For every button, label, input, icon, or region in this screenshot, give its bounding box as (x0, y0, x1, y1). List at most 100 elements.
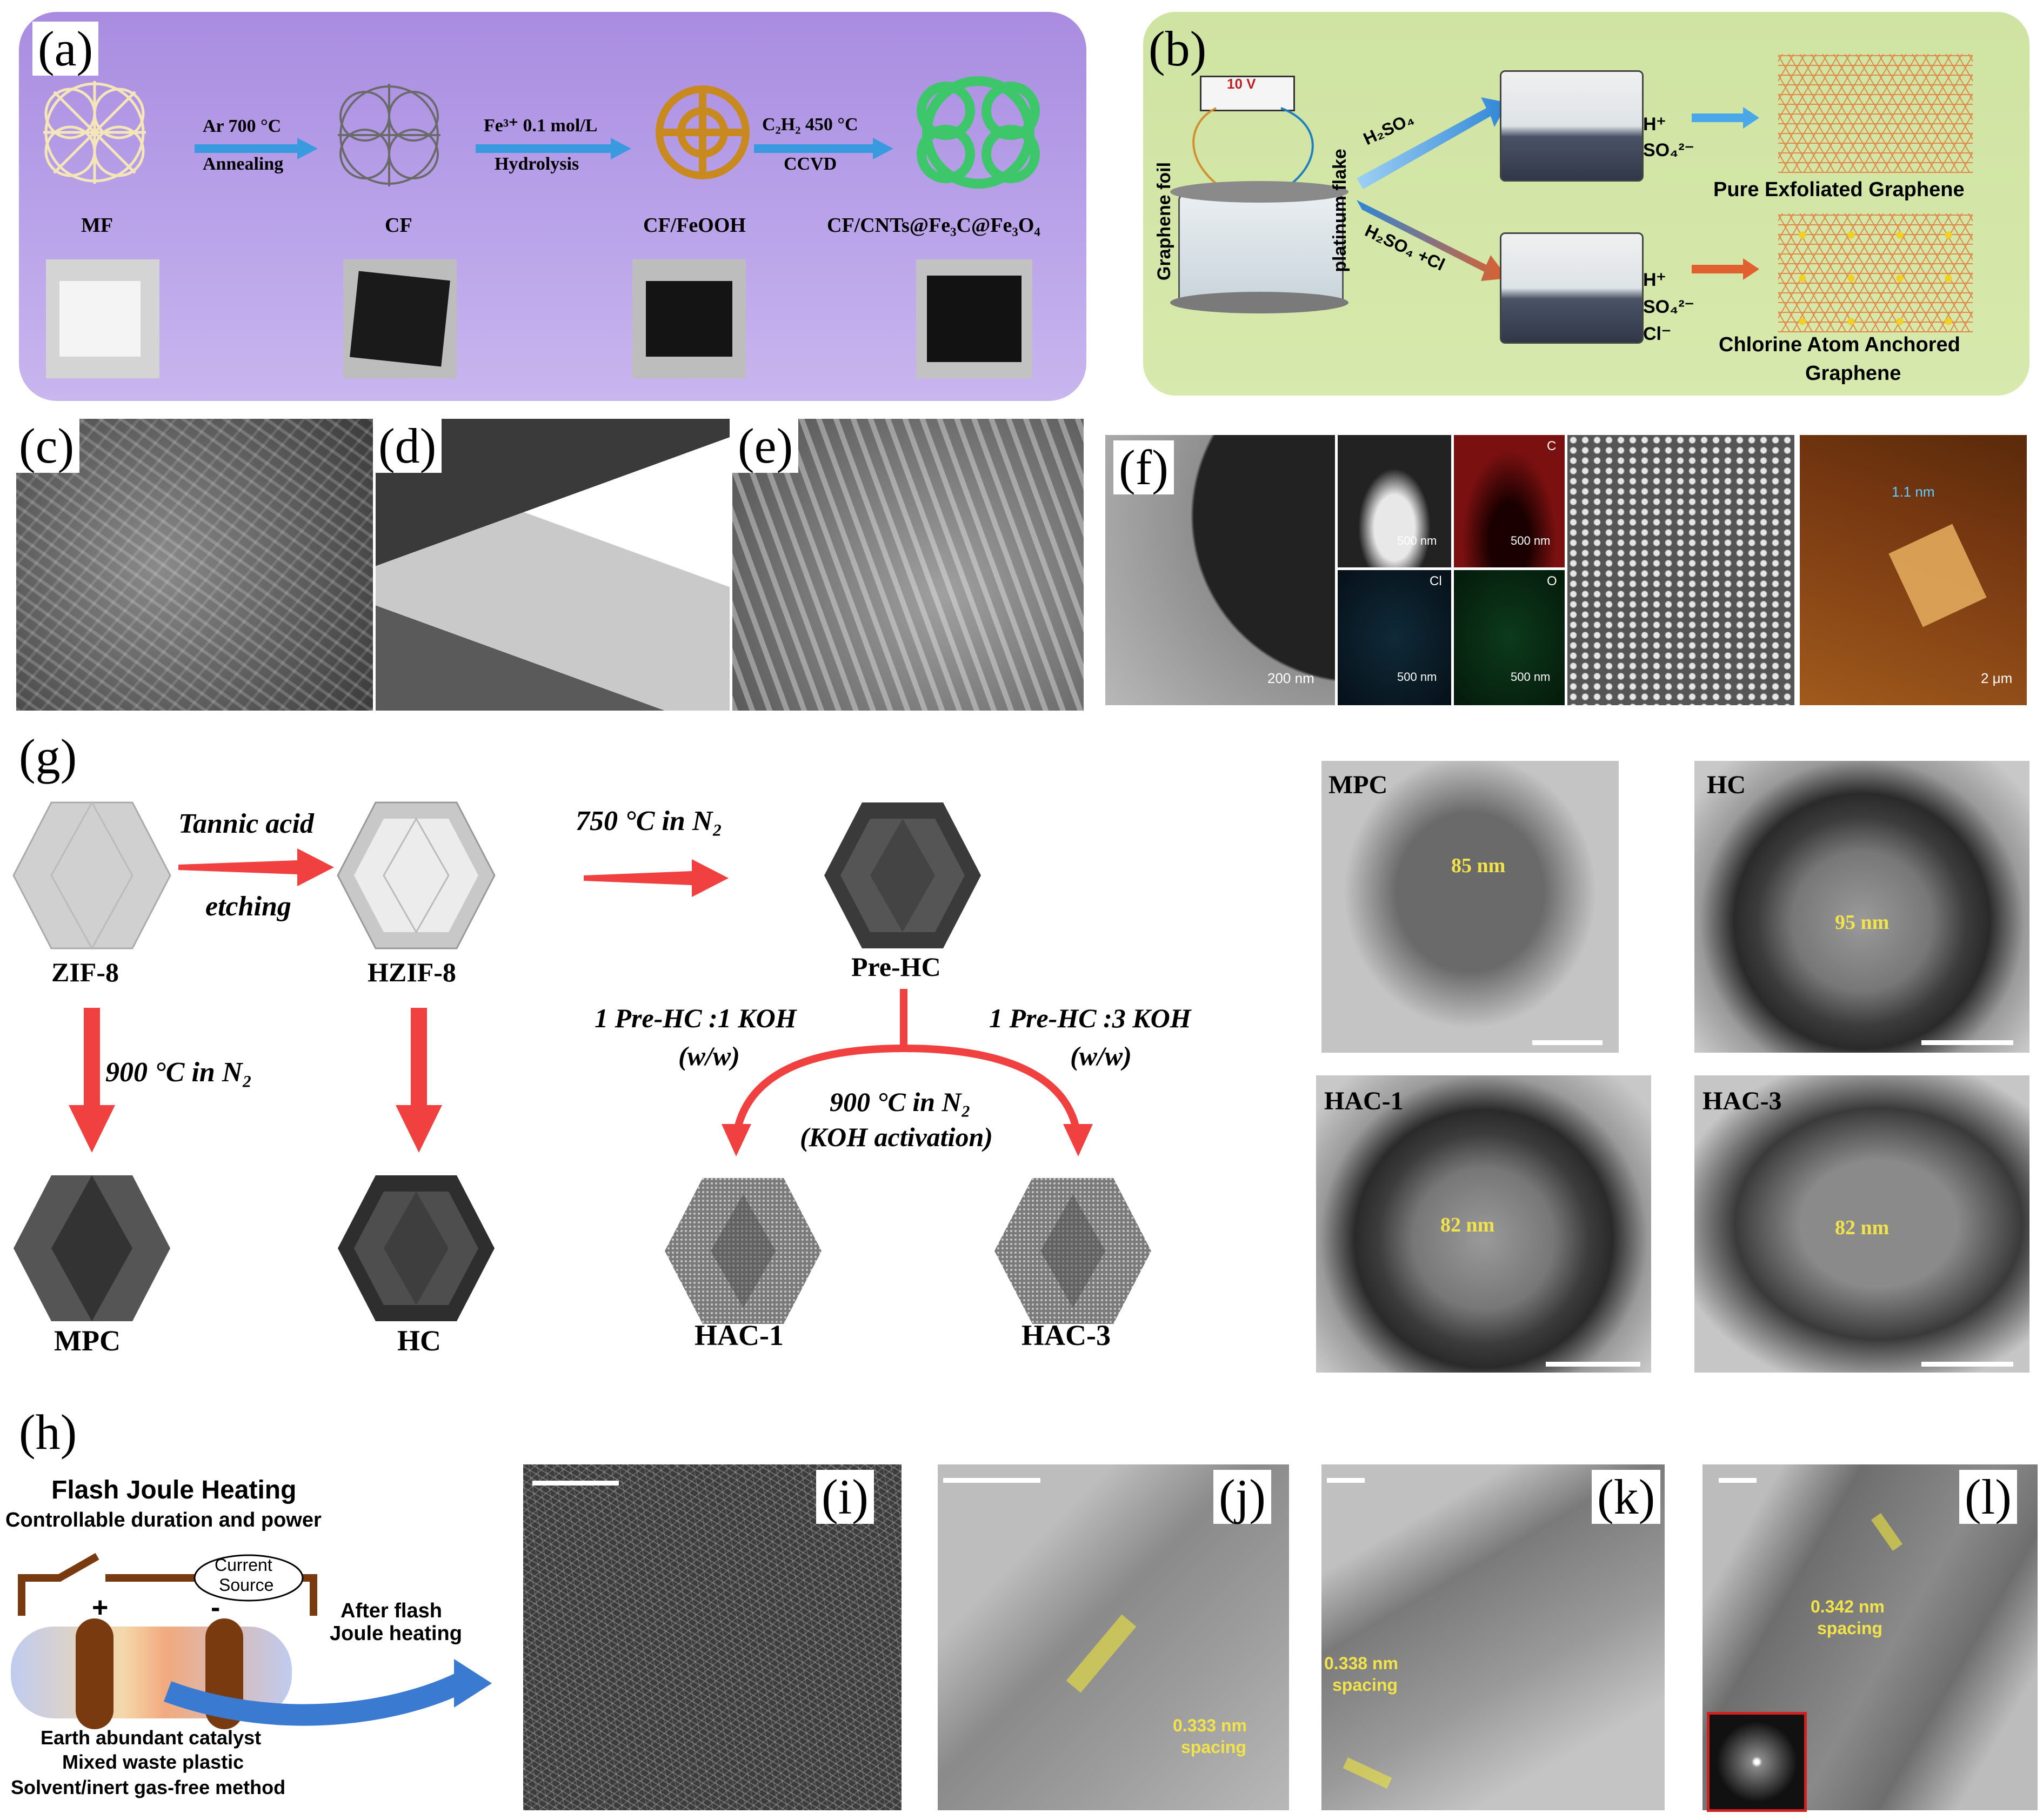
panel-l-label: (l) (1959, 1470, 2017, 1524)
spacing-word-j: spacing (1181, 1737, 1246, 1757)
mf-foam-illustration (43, 81, 146, 184)
step3-bottom-label: CCVD (784, 154, 837, 174)
product-pure-graphene: Pure Exfoliated Graphene (1713, 178, 1965, 201)
map-cl-image (1338, 570, 1451, 705)
ions-bottom-h: H⁺ (1643, 270, 1666, 290)
after-flash-line1: After flash (340, 1600, 442, 1622)
ions-bottom-cl: Cl⁻ (1643, 324, 1671, 344)
pyrolysis-label: 750 °C in N₂ (576, 806, 723, 837)
step1-top-label: Ar 700 °C (203, 116, 282, 136)
panel-a (19, 12, 1086, 401)
panel-d-label: (d) (373, 419, 442, 473)
etching-top-label: Tannic acid (178, 808, 314, 839)
electrolysis-cell (1178, 195, 1344, 306)
material-cf-feooh: CF/FeOOH (643, 214, 746, 237)
ratio3-ww: (w/w) (1070, 1041, 1132, 1071)
prehc-hexagon (824, 802, 981, 948)
afm-height-label: 1.1 nm (1892, 484, 1935, 500)
hac3-hexagon (994, 1178, 1151, 1324)
pyrolysis-arrow (584, 859, 729, 897)
panel-f-label: (f) (1113, 440, 1174, 494)
beaker-bottom (1500, 232, 1644, 344)
scale-f5: 500 nm (1511, 670, 1551, 684)
ions-bottom-so4: SO₄²⁻ (1643, 297, 1694, 317)
label-hac1: HAC-1 (695, 1319, 784, 1351)
map-c-label: C (1547, 439, 1557, 453)
cell-base (1170, 292, 1348, 313)
hc-hexagon (338, 1175, 495, 1321)
hac1-hexagon (665, 1178, 822, 1324)
platinum-flake-label: platinum flake (1329, 149, 1350, 272)
fjh-title: Flash Joule Heating (51, 1476, 297, 1504)
fjh-foot-1: Earth abundant catalyst (41, 1727, 262, 1749)
tem-hac3-scalebar (1921, 1362, 2013, 1367)
scalebar-j (943, 1478, 1040, 1483)
step2-top-label: Fe³⁺ 0.1 mol/L (484, 116, 598, 136)
ratio1-ww: (w/w) (678, 1041, 740, 1071)
map-o-label: O (1547, 574, 1557, 588)
zif8-hexagon (12, 800, 171, 951)
scalebar-l (1719, 1478, 1757, 1483)
material-cf-cnts: CF/CNTs@Fe₃C@Fe₃O₄ (827, 214, 1040, 237)
spacing-word-k: spacing (1332, 1675, 1398, 1695)
panel-k-label: (k) (1592, 1470, 1661, 1524)
plus-terminal: + (92, 1592, 109, 1623)
scalebar-k (1327, 1478, 1365, 1483)
tem-hac3-size: 82 nm (1835, 1216, 1890, 1239)
panel-e-label: (e) (732, 419, 799, 473)
fjh-subtitle: Controllable duration and power (5, 1509, 322, 1531)
label-hc: HC (397, 1324, 441, 1357)
label-hzif8: HZIF-8 (368, 957, 456, 987)
panel-a-label: (a) (32, 22, 99, 76)
fft-inset (1707, 1712, 1807, 1812)
label-zif8: ZIF-8 (51, 957, 119, 987)
scale-f4: 500 nm (1397, 670, 1437, 684)
step3-arrow (754, 138, 893, 159)
etching-bottom-label: etching (205, 891, 291, 922)
tem-hc-scalebar (1921, 1040, 2013, 1045)
tem-hac1 (1316, 1075, 1651, 1373)
tem-hac1-size: 82 nm (1440, 1214, 1495, 1236)
scale-f1: 200 nm (1267, 670, 1314, 686)
graphene-lattice-cl (1778, 213, 1973, 332)
hc-down-arrow (396, 1008, 442, 1153)
ratio1-label: 1 Pre-HC :1 KOH (595, 1003, 797, 1033)
electrode-left (76, 1618, 114, 1729)
step1-arrow (195, 138, 318, 159)
panel-i-label: (i) (816, 1470, 874, 1524)
beaker-top (1500, 70, 1644, 182)
hzif8-hexagon (337, 801, 496, 949)
after-flash-arrow (164, 1659, 492, 1726)
cf-cnt-photo (916, 259, 1032, 378)
tem-hac3 (1694, 1075, 2029, 1373)
graphene-lattice-pure (1778, 54, 1973, 173)
panel-b-label: (b) (1149, 21, 1207, 76)
cf-foam-illustration (338, 84, 440, 186)
ratio3-label: 1 Pre-HC :3 KOH (989, 1003, 1191, 1033)
label-mpc: MPC (54, 1324, 121, 1357)
cell-lid (1170, 181, 1348, 203)
spacing-value-k: 0.338 nm (1324, 1654, 1398, 1673)
spacing-value-j: 0.333 nm (1173, 1716, 1247, 1735)
afm-scale-label: 2 μm (1981, 670, 2013, 686)
cf-feooh-illustration (656, 85, 750, 179)
label-prehc: Pre-HC (851, 952, 941, 982)
scale-f2: 500 nm (1397, 534, 1437, 547)
fjh-foot-2: Mixed waste plastic (62, 1751, 244, 1773)
tem-hac3-name: HAC-3 (1702, 1087, 1782, 1115)
panel-j-label: (j) (1213, 1470, 1271, 1524)
step2-bottom-label: Hydrolysis (495, 154, 579, 174)
tem-hc-name: HC (1707, 771, 1746, 799)
minus-terminal: - (211, 1592, 221, 1623)
step3-top-label: C₂H₂ 450 °C (762, 115, 858, 135)
carbonization-label: 900 °C in N₂ (105, 1057, 252, 1088)
activation-koh-label: (KOH activation) (800, 1122, 993, 1152)
graphene-foil-label: Graphene foil (1154, 162, 1175, 281)
panel-c-label: (c) (14, 419, 80, 473)
cf-cnt-illustration (917, 76, 1040, 189)
route-arrows (1357, 97, 1508, 281)
panel-g-label: (g) (14, 730, 83, 784)
ions-top-so4: SO₄²⁻ (1643, 140, 1694, 160)
panel-h-label: (h) (14, 1405, 83, 1459)
fjh-circuit (18, 1553, 317, 1616)
